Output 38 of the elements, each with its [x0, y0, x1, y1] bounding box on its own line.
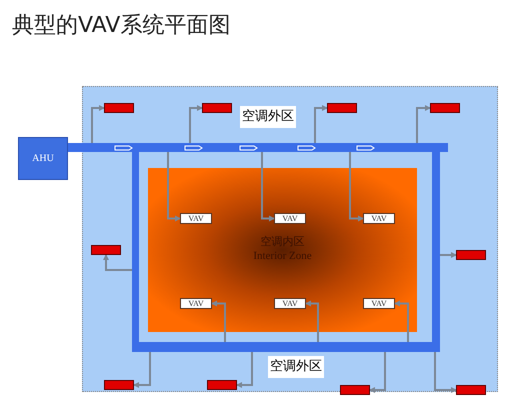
zone-label: 空调外区 [240, 106, 296, 128]
arrow [211, 300, 226, 342]
arrow [261, 152, 275, 222]
arrow [440, 252, 457, 258]
terminal-box [104, 380, 134, 390]
vav-box: VAV [274, 298, 306, 309]
arrow [314, 105, 328, 143]
terminal-box [456, 385, 486, 395]
zone-title: 空调内区 [260, 236, 304, 250]
vav-box: VAV [363, 298, 395, 309]
duct-drawing [68, 143, 448, 352]
vav-box: VAV [180, 213, 212, 224]
terminal-box [207, 380, 237, 390]
arrow [167, 152, 181, 222]
vav-box: VAV [363, 213, 395, 224]
title: 典型的VAV系统平面图 [12, 12, 230, 40]
arrow [416, 105, 431, 143]
arrow [189, 105, 203, 143]
terminal-box [104, 103, 134, 113]
arrow [103, 254, 132, 271]
terminal-box [456, 250, 486, 260]
arrow [305, 300, 319, 342]
vav-box: VAV [180, 298, 212, 309]
arrow [91, 105, 105, 143]
arrow [434, 352, 457, 393]
arrow [133, 352, 151, 388]
arrow [369, 352, 386, 393]
arrow [349, 152, 364, 222]
arrow [236, 352, 253, 388]
zone-label: 空调外区 [268, 356, 324, 378]
terminal-box [327, 103, 357, 113]
vav-box: VAV [274, 213, 306, 224]
arrow [394, 300, 409, 342]
ahu-box: AHU [18, 137, 68, 180]
terminal-box [202, 103, 232, 113]
terminal-box [340, 385, 370, 395]
terminal-box [430, 103, 460, 113]
zone-subtitle: Interior Zone [253, 250, 312, 264]
